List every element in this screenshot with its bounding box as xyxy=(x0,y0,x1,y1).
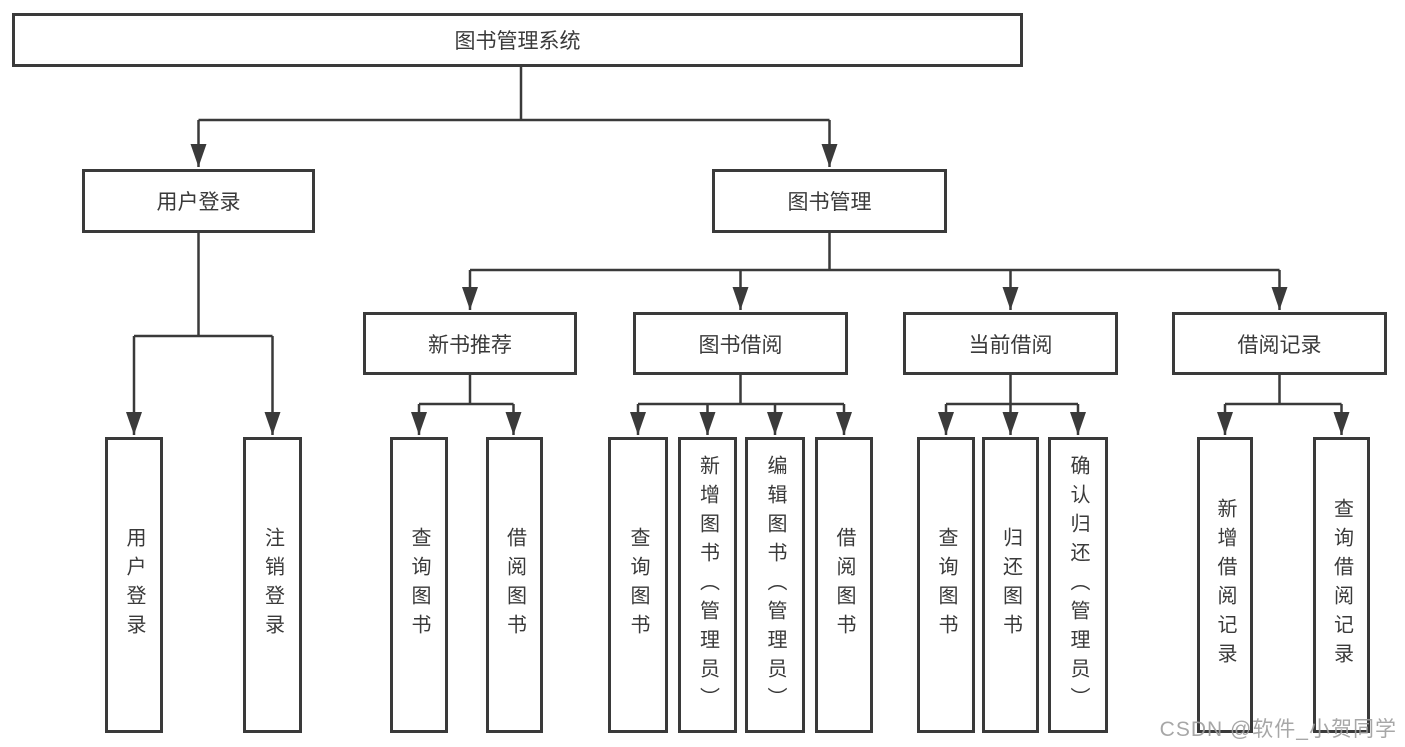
node-label: 图书借阅 xyxy=(698,333,783,357)
node-user-login: 用户登录 xyxy=(82,169,315,233)
node-label: 当前借阅 xyxy=(968,333,1053,357)
leaf-label: 新增图书（管理员） xyxy=(696,454,719,716)
node-current-borrowing: 当前借阅 xyxy=(903,312,1118,375)
leaf-label: 查询图书 xyxy=(935,527,957,643)
node-new-book-recommendation: 新书推荐 xyxy=(363,312,577,375)
leaf-label: 查询借阅记录 xyxy=(1330,498,1353,672)
node-label: 图书管理系统 xyxy=(454,30,581,53)
leaf-return-books: 归还图书 xyxy=(982,437,1039,733)
node-book-management: 图书管理 xyxy=(712,169,947,233)
node-label: 借阅记录 xyxy=(1237,333,1322,357)
leaf-label: 注销登录 xyxy=(261,527,284,643)
node-library-management-system: 图书管理系统 xyxy=(12,13,1023,67)
leaf-edit-book-admin: 编辑图书（管理员） xyxy=(745,437,805,733)
leaf-label: 编辑图书（管理员） xyxy=(764,454,786,716)
leaf-query-books-under-recommendation: 查询图书 xyxy=(390,437,448,733)
leaf-borrow-books-under-recommendation: 借阅图书 xyxy=(486,437,543,733)
leaf-query-books-under-current: 查询图书 xyxy=(917,437,975,733)
leaf-label: 确认归还（管理员） xyxy=(1067,454,1089,716)
leaf-label: 查询图书 xyxy=(627,527,649,643)
leaf-label: 新增借阅记录 xyxy=(1214,498,1236,672)
leaf-label: 借阅图书 xyxy=(833,527,855,643)
leaf-confirm-return-admin: 确认归还（管理员） xyxy=(1048,437,1108,733)
leaf-logout-login: 注销登录 xyxy=(243,437,302,733)
leaf-label: 查询图书 xyxy=(408,527,430,643)
node-book-borrowing: 图书借阅 xyxy=(633,312,848,375)
csdn-watermark: CSDN @软件_小贺同学 xyxy=(1159,718,1397,741)
leaf-user-login: 用户登录 xyxy=(105,437,163,733)
node-label: 图书管理 xyxy=(787,191,872,214)
node-label: 新书推荐 xyxy=(428,333,512,357)
node-label: 用户登录 xyxy=(156,191,241,214)
leaf-label: 归还图书 xyxy=(999,527,1022,643)
leaf-add-book-admin: 新增图书（管理员） xyxy=(678,437,737,733)
leaf-query-books-under-borrowing: 查询图书 xyxy=(608,437,668,733)
leaf-query-borrowing-record: 查询借阅记录 xyxy=(1313,437,1370,733)
leaf-borrow-books-under-borrowing: 借阅图书 xyxy=(815,437,873,733)
node-borrowing-records: 借阅记录 xyxy=(1172,312,1387,375)
leaf-label: 借阅图书 xyxy=(503,527,526,643)
leaf-label: 用户登录 xyxy=(123,527,145,643)
leaf-add-borrowing-record: 新增借阅记录 xyxy=(1197,437,1253,733)
